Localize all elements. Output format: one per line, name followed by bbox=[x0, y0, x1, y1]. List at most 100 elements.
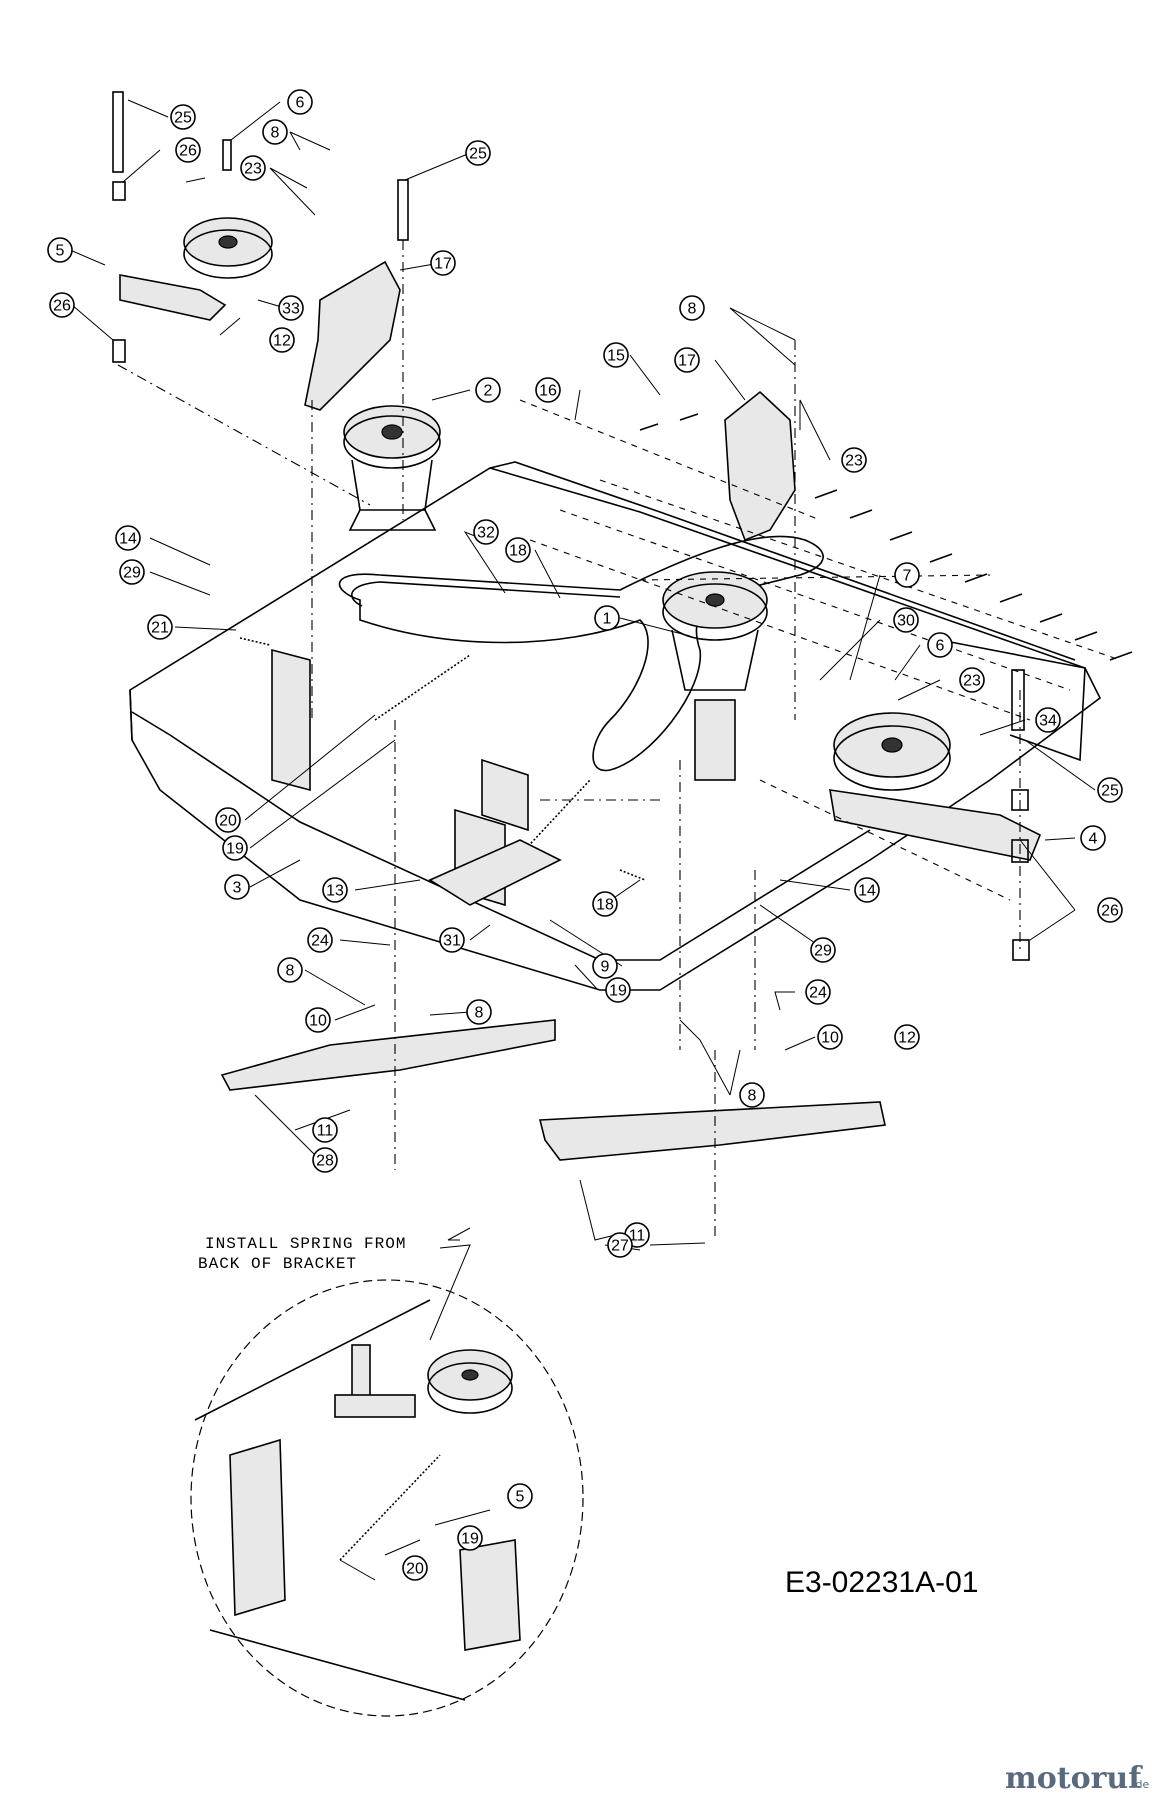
callout-number: 25 bbox=[174, 110, 192, 127]
callout-circle bbox=[457, 1525, 483, 1551]
callout-26: 26 bbox=[49, 292, 75, 318]
callout-number: 20 bbox=[406, 1561, 424, 1578]
callout-number: 12 bbox=[273, 333, 291, 350]
callout-number: 8 bbox=[748, 1088, 757, 1105]
callout-circle bbox=[222, 835, 248, 861]
callout-5: 5 bbox=[47, 237, 73, 263]
callout-circle bbox=[170, 104, 196, 130]
callout-circle bbox=[240, 155, 266, 181]
callout-circle bbox=[278, 295, 304, 321]
callout-25: 25 bbox=[1097, 777, 1123, 803]
callout-5: 5 bbox=[507, 1483, 533, 1509]
callout-24: 24 bbox=[805, 979, 831, 1005]
deck-bolts bbox=[639, 413, 1133, 661]
callout-6: 6 bbox=[287, 89, 313, 115]
callout-circle bbox=[147, 614, 173, 640]
callout-number: 8 bbox=[688, 301, 697, 318]
drawing-code: E3-02231A-01 bbox=[785, 1566, 978, 1599]
callout-number: 1 bbox=[603, 611, 612, 628]
callout-number: 25 bbox=[1101, 783, 1119, 800]
callout-circle bbox=[505, 537, 531, 563]
callout-number: 7 bbox=[903, 568, 912, 585]
callout-26: 26 bbox=[1097, 897, 1123, 923]
callout-29: 29 bbox=[119, 559, 145, 585]
callout-26: 26 bbox=[175, 137, 201, 163]
callout-circle bbox=[262, 119, 288, 145]
callout-23: 23 bbox=[959, 667, 985, 693]
callout-number: 21 bbox=[151, 620, 169, 637]
callout-29: 29 bbox=[810, 937, 836, 963]
callout-circle bbox=[473, 519, 499, 545]
callout-number: 6 bbox=[936, 638, 945, 655]
callout-33: 33 bbox=[278, 295, 304, 321]
callout-circle bbox=[894, 562, 920, 588]
callout-16: 16 bbox=[535, 377, 561, 403]
callout-circle bbox=[287, 89, 313, 115]
callout-circle bbox=[49, 292, 75, 318]
callout-number: 18 bbox=[509, 543, 527, 560]
callout-circle bbox=[594, 605, 620, 631]
callout-number: 8 bbox=[286, 963, 295, 980]
callout-circle bbox=[269, 327, 295, 353]
callout-number: 34 bbox=[1039, 713, 1057, 730]
callout-number: 23 bbox=[845, 453, 863, 470]
callout-circle bbox=[466, 999, 492, 1025]
callout-number: 26 bbox=[179, 143, 197, 160]
callout-circle bbox=[739, 1082, 765, 1108]
callout-number: 23 bbox=[963, 673, 981, 690]
watermark-suffix: .de bbox=[1132, 1778, 1149, 1791]
callout-circle bbox=[312, 1117, 338, 1143]
install-note-line2: BACK OF BRACKET bbox=[198, 1255, 357, 1273]
callout-19: 19 bbox=[457, 1525, 483, 1551]
springs bbox=[239, 637, 646, 881]
callout-circle bbox=[277, 957, 303, 983]
callout-8: 8 bbox=[679, 295, 705, 321]
callout-number: 23 bbox=[244, 161, 262, 178]
callout-24: 24 bbox=[307, 927, 333, 953]
callout-number: 29 bbox=[123, 565, 141, 582]
callout-13: 13 bbox=[322, 877, 348, 903]
callout-number: 8 bbox=[475, 1005, 484, 1022]
callout-number: 5 bbox=[516, 1489, 525, 1506]
callout-number: 24 bbox=[311, 933, 329, 950]
callout-25: 25 bbox=[170, 104, 196, 130]
callout-circle bbox=[305, 1007, 331, 1033]
callout-14: 14 bbox=[854, 877, 880, 903]
callout-circle bbox=[535, 377, 561, 403]
callout-number: 11 bbox=[629, 1228, 646, 1245]
callout-12: 12 bbox=[269, 327, 295, 353]
callout-circle bbox=[1035, 707, 1061, 733]
callout-number: 20 bbox=[219, 813, 237, 830]
idler-pulley-right bbox=[829, 712, 1042, 861]
callout-circle bbox=[605, 977, 631, 1003]
callout-circle bbox=[810, 937, 836, 963]
callout-circle bbox=[603, 342, 629, 368]
callout-circle bbox=[475, 377, 501, 403]
callout-number: 27 bbox=[611, 1238, 629, 1255]
callout-circle bbox=[430, 250, 456, 276]
callout-circle bbox=[119, 559, 145, 585]
callout-14: 14 bbox=[115, 525, 141, 551]
callout-number: 17 bbox=[434, 256, 452, 273]
callout-number: 13 bbox=[326, 883, 344, 900]
callout-number: 5 bbox=[56, 243, 65, 260]
callout-number: 19 bbox=[609, 983, 627, 1000]
center-lines bbox=[117, 240, 1121, 1240]
callout-number: 30 bbox=[897, 613, 915, 630]
callout-number: 9 bbox=[601, 959, 610, 976]
drive-belt bbox=[338, 535, 824, 772]
callout-circle bbox=[312, 1147, 338, 1173]
callout-circle bbox=[307, 927, 333, 953]
callout-19: 19 bbox=[222, 835, 248, 861]
callout-circle bbox=[674, 347, 700, 373]
callout-21: 21 bbox=[147, 614, 173, 640]
brackets bbox=[271, 648, 562, 907]
install-note-line1: INSTALL SPRING FROM bbox=[205, 1235, 406, 1253]
inset-detail bbox=[190, 1279, 584, 1717]
callout-circle bbox=[1080, 825, 1106, 851]
callout-1: 1 bbox=[594, 605, 620, 631]
callout-circle bbox=[47, 237, 73, 263]
callout-circle bbox=[115, 525, 141, 551]
callout-23: 23 bbox=[240, 155, 266, 181]
